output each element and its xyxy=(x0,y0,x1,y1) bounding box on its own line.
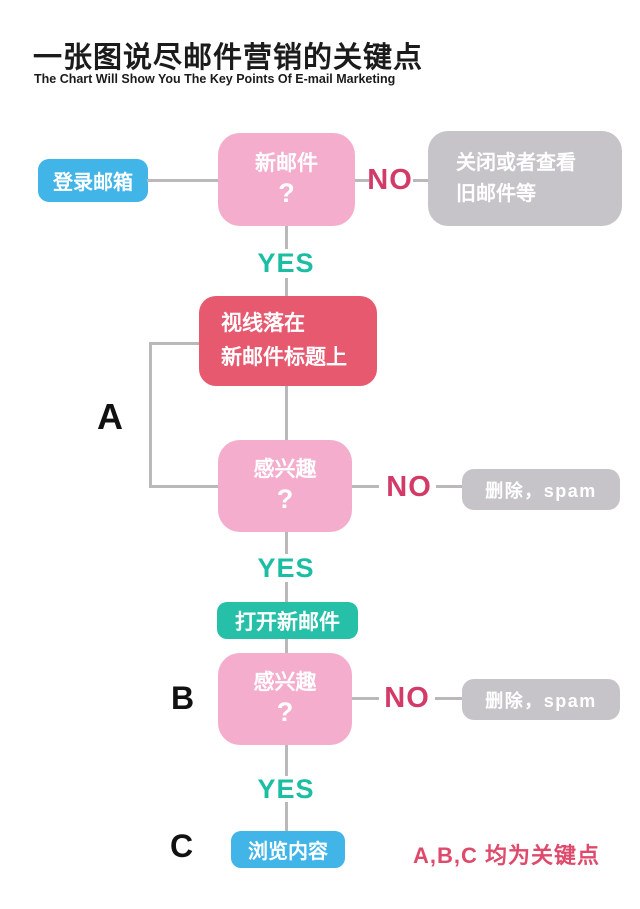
edge-label-no-2: NO xyxy=(386,471,432,503)
node-interested-question-1: 感兴趣 ? xyxy=(218,440,352,532)
branch-label-c: C xyxy=(170,828,194,864)
node-new-mail-question: 新邮件 ? xyxy=(218,133,355,226)
connector-yes3-to-browse xyxy=(285,802,288,832)
node-browse-content: 浏览内容 xyxy=(231,831,345,868)
node-interested2-label: 感兴趣 xyxy=(253,671,317,695)
node-browse-content-label: 浏览内容 xyxy=(248,841,328,863)
node-interested1-label: 感兴趣 xyxy=(253,458,317,482)
connector-gaze-to-interested1 xyxy=(285,386,288,440)
question-mark: ? xyxy=(276,697,294,728)
node-open-new-mail-label: 打开新邮件 xyxy=(235,610,340,634)
node-close-or-view-old-mail: 关闭或者查看 旧邮件等 xyxy=(428,131,622,226)
connector-no2-to-delete1 xyxy=(436,485,462,488)
connector-interested2-to-no3 xyxy=(352,697,379,700)
node-gaze-line1: 视线落在 xyxy=(221,312,305,336)
connector-openmail-to-interested2 xyxy=(285,639,288,654)
edge-label-yes-3: YES xyxy=(257,774,315,804)
node-new-mail-label: 新邮件 xyxy=(255,151,318,175)
connector-no3-to-delete2 xyxy=(435,697,462,700)
connector-interested2-to-yes3 xyxy=(285,745,288,776)
footer-note: A,B,C 均为关键点 xyxy=(413,843,601,868)
page-title: 一张图说尽邮件营销的关键点 xyxy=(33,42,424,74)
node-interested-question-2: 感兴趣 ? xyxy=(218,653,352,745)
edge-label-yes-1: YES xyxy=(257,248,315,278)
connector-yes2-to-openmail xyxy=(285,582,288,602)
node-login-mailbox-label: 登录邮箱 xyxy=(53,172,133,194)
node-delete-spam-1-label: 删除，spam xyxy=(485,480,597,501)
connector-interested1-to-no2 xyxy=(352,485,379,488)
connector-login-to-newmail xyxy=(147,179,218,182)
connector-gaze-branch-top xyxy=(149,342,199,345)
node-open-new-mail: 打开新邮件 xyxy=(217,602,358,639)
node-close-old-line2: 旧邮件等 xyxy=(456,182,536,205)
node-gaze-line2: 新邮件标题上 xyxy=(221,346,347,369)
connector-gaze-branch-bottom xyxy=(149,485,218,488)
connector-newmail-to-yes1 xyxy=(285,226,288,249)
edge-label-yes-2: YES xyxy=(257,553,315,583)
connector-newmail-to-no1 xyxy=(355,179,369,182)
node-delete-spam-2: 删除，spam xyxy=(462,679,620,720)
node-login-mailbox: 登录邮箱 xyxy=(38,159,148,202)
connector-gaze-branch-vertical xyxy=(149,342,152,488)
connector-no1-to-closeold xyxy=(413,179,428,182)
node-gaze-on-new-mail-title: 视线落在 新邮件标题上 xyxy=(199,296,377,386)
node-close-old-line1: 关闭或者查看 xyxy=(456,151,576,174)
question-mark: ? xyxy=(276,484,294,515)
connector-interested1-to-yes2 xyxy=(285,532,288,554)
page-subtitle: The Chart Will Show You The Key Points O… xyxy=(34,72,396,86)
node-delete-spam-1: 删除，spam xyxy=(462,469,620,510)
branch-label-a: A xyxy=(97,396,123,437)
connector-yes1-to-gaze xyxy=(285,278,288,296)
edge-label-no-3: NO xyxy=(384,682,430,714)
node-delete-spam-2-label: 删除，spam xyxy=(485,690,597,711)
edge-label-no-1: NO xyxy=(367,164,413,196)
branch-label-b: B xyxy=(171,680,195,716)
question-mark: ? xyxy=(278,177,295,208)
